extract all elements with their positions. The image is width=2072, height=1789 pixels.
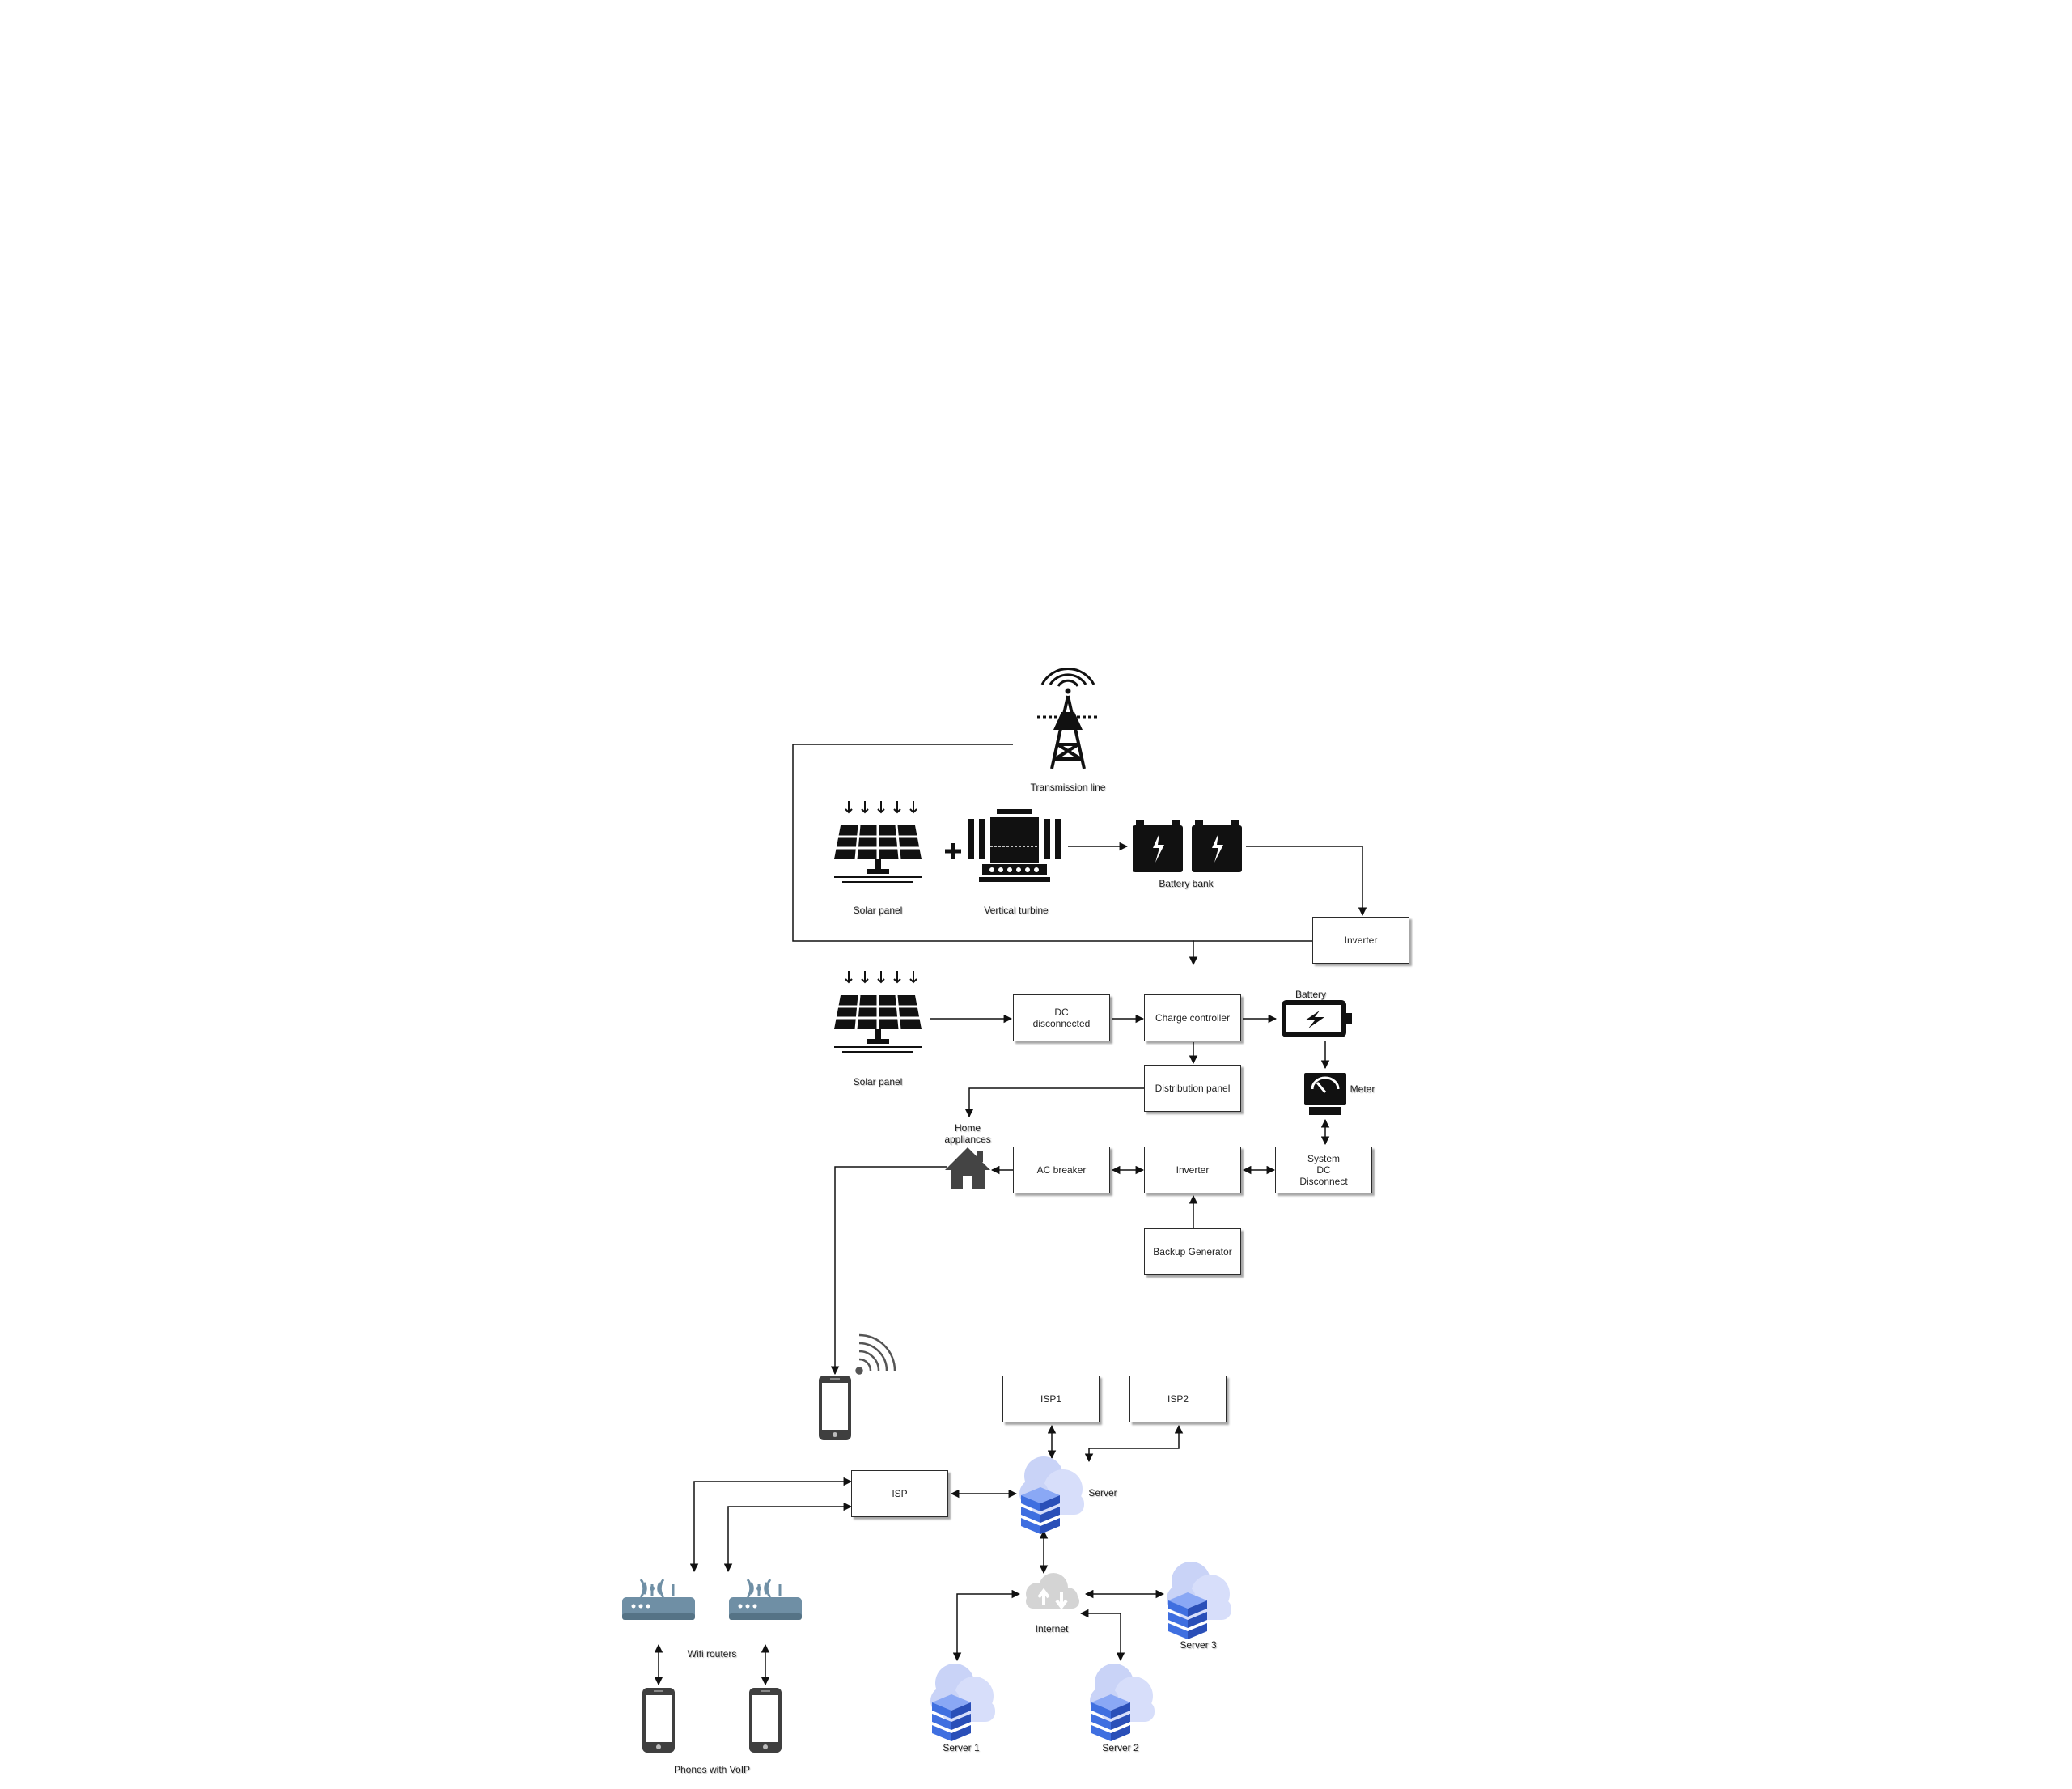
solar-panel-mid-label: Solar panel (853, 1076, 903, 1087)
internet-cloud-icon (1026, 1573, 1079, 1610)
isp-box[interactable]: ISP (851, 1470, 948, 1517)
solar-panel-top-label: Solar panel (853, 905, 903, 916)
solar-panel-mid-icon (833, 969, 923, 1053)
backup-generator-box[interactable]: Backup Generator (1144, 1228, 1241, 1275)
transmission-tower-icon (1037, 667, 1099, 769)
voip-phone-icon (749, 1688, 782, 1753)
internet-label: Internet (1035, 1623, 1069, 1634)
meter-label: Meter (1350, 1083, 1375, 1095)
voip-phone-icon (642, 1688, 675, 1753)
ac-breaker-box[interactable]: AC breaker (1013, 1147, 1110, 1193)
distribution-panel-box[interactable]: Distribution panel (1144, 1065, 1241, 1112)
isp1-box[interactable]: ISP1 (1002, 1376, 1100, 1422)
server-2-icon (1090, 1664, 1155, 1741)
wifi-router-icon (727, 1578, 803, 1622)
server-3-label: Server 3 (1180, 1639, 1217, 1651)
meter-icon (1304, 1073, 1346, 1115)
dc-disconnected-box[interactable]: DC disconnected (1013, 994, 1110, 1041)
charge-controller-box[interactable]: Charge controller (1144, 994, 1241, 1041)
battery-bank-icon (1133, 820, 1242, 872)
server-cloud-icon (1019, 1456, 1084, 1534)
server-label: Server (1088, 1487, 1117, 1499)
vertical-turbine-icon (968, 809, 1061, 882)
server-1-label: Server 1 (943, 1742, 980, 1753)
inverter-mid-box[interactable]: Inverter (1144, 1147, 1241, 1193)
home-appliances-label: Home appliances (944, 1122, 991, 1145)
server-3-icon (1167, 1562, 1231, 1639)
connectors (654, 744, 1367, 1686)
battery-icon (1282, 1000, 1352, 1037)
wifi-signal-icon (855, 1333, 896, 1375)
system-dc-disconnect-box[interactable]: System DC Disconnect (1275, 1147, 1372, 1193)
battery-bank-label: Battery bank (1159, 878, 1214, 889)
inverter-top-box[interactable]: Inverter (1312, 917, 1409, 964)
plus-icon (945, 843, 961, 859)
wifi-routers-label: Wifi routers (687, 1648, 737, 1660)
mobile-phone-icon (819, 1376, 851, 1440)
house-icon (945, 1147, 990, 1189)
server-1-icon (930, 1664, 995, 1741)
server-2-label: Server 2 (1102, 1742, 1139, 1753)
wifi-router-icon (621, 1578, 697, 1622)
isp2-box[interactable]: ISP2 (1129, 1376, 1227, 1422)
vertical-turbine-label: Vertical turbine (984, 905, 1049, 916)
solar-panel-top-icon (833, 799, 923, 884)
phones-voip-label: Phones with VoIP (673, 1764, 751, 1775)
battery-label: Battery (1294, 989, 1326, 1000)
transmission-line-label: Transmission line (1030, 782, 1106, 793)
